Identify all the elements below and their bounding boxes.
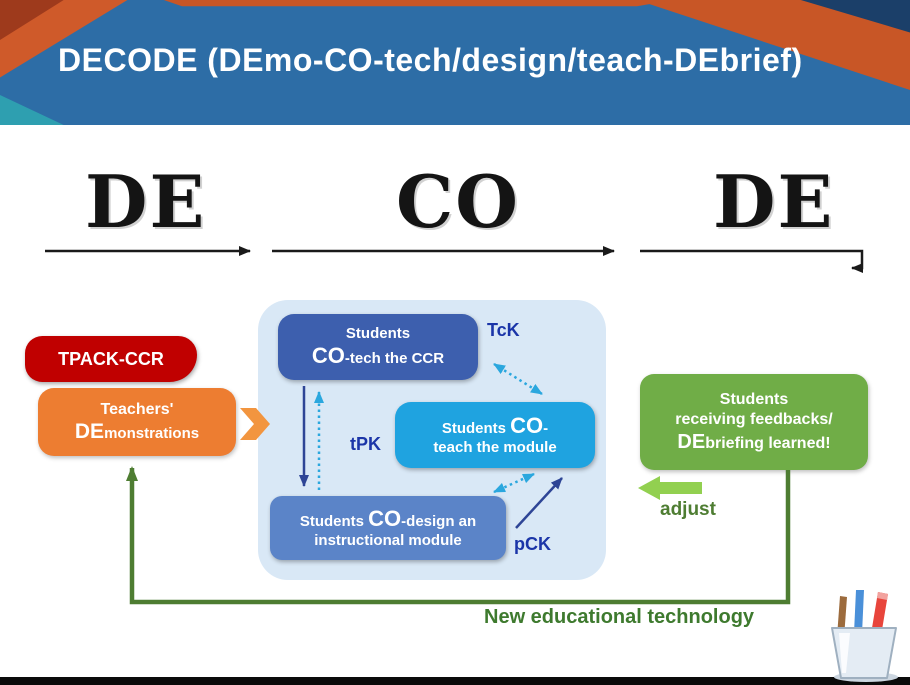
co-teach-box: Students CO- teach the module: [395, 402, 595, 468]
co-teach-line2: teach the module: [433, 439, 557, 457]
co-teach-pre: Students: [441, 419, 511, 437]
phase-letter-de-2: DE: [713, 159, 835, 244]
teachers-demonstrations-box: Teachers' DEmonstrations: [38, 388, 236, 456]
feedback-line2: receiving feedbacks/: [675, 410, 833, 428]
teachers-de-emphasis: DE: [74, 420, 105, 443]
teachers-rest: monstrations: [104, 425, 200, 442]
teachers-line2: DEmonstrations: [75, 419, 199, 444]
bottom-black-bar: [0, 677, 910, 685]
co-design-rest: -design an: [401, 512, 477, 530]
co-tech-rest: -tech the CCR: [344, 349, 445, 367]
new-educational-technology-label: New educational technology: [484, 606, 755, 628]
co-tech-co-emphasis: CO: [311, 342, 345, 368]
phase-arrow-de2-return: [640, 249, 864, 273]
pck-label: pCK: [514, 534, 551, 554]
co-design-co-emphasis: CO: [368, 505, 402, 531]
co-tech-line1: Students: [345, 324, 411, 342]
title-banner: DECODE (DEmo-CO-tech/design/teach-DEbrie…: [0, 0, 910, 125]
tck-label: TcK: [487, 320, 520, 340]
feedback-line3: DEbriefing learned!: [677, 430, 830, 455]
co-teach-line1: Students CO-: [442, 413, 548, 439]
co-tech-line2: CO-tech the CCR: [312, 343, 444, 369]
adjust-label: adjust: [660, 499, 716, 520]
banner-orange-top-strip: [163, 0, 674, 7]
phase-letter-de-1: DE: [85, 159, 207, 244]
co-teach-co-emphasis: CO: [510, 412, 544, 438]
tpack-ccr-ribbon: TPACK-CCR: [25, 336, 197, 382]
tpack-ccr-label: TPACK-CCR: [58, 348, 164, 369]
co-tech-box: Students CO-tech the CCR: [278, 314, 478, 380]
feedback-de-emphasis: DE: [677, 430, 706, 453]
co-design-line2: instructional module: [314, 532, 462, 550]
teachers-line1: Teachers': [100, 400, 174, 418]
co-design-pre: Students: [299, 512, 369, 530]
co-design-line1: Students CO-design an: [300, 506, 476, 532]
co-design-box: Students CO-design an instructional modu…: [270, 496, 506, 560]
tpk-label: tPK: [350, 434, 381, 454]
students-feedback-box: Students receiving feedbacks/ DEbriefing…: [640, 374, 868, 470]
feedback-rest: briefing learned!: [705, 434, 831, 452]
adjust-arrow: [638, 476, 702, 500]
phase-letter-co: CO: [395, 159, 521, 244]
pencil-cup-icon: [831, 590, 898, 682]
slide-title: DECODE (DEmo-CO-tech/design/teach-DEbrie…: [58, 42, 803, 78]
co-teach-dash: -: [543, 419, 549, 437]
feedback-line1: Students: [719, 390, 789, 408]
